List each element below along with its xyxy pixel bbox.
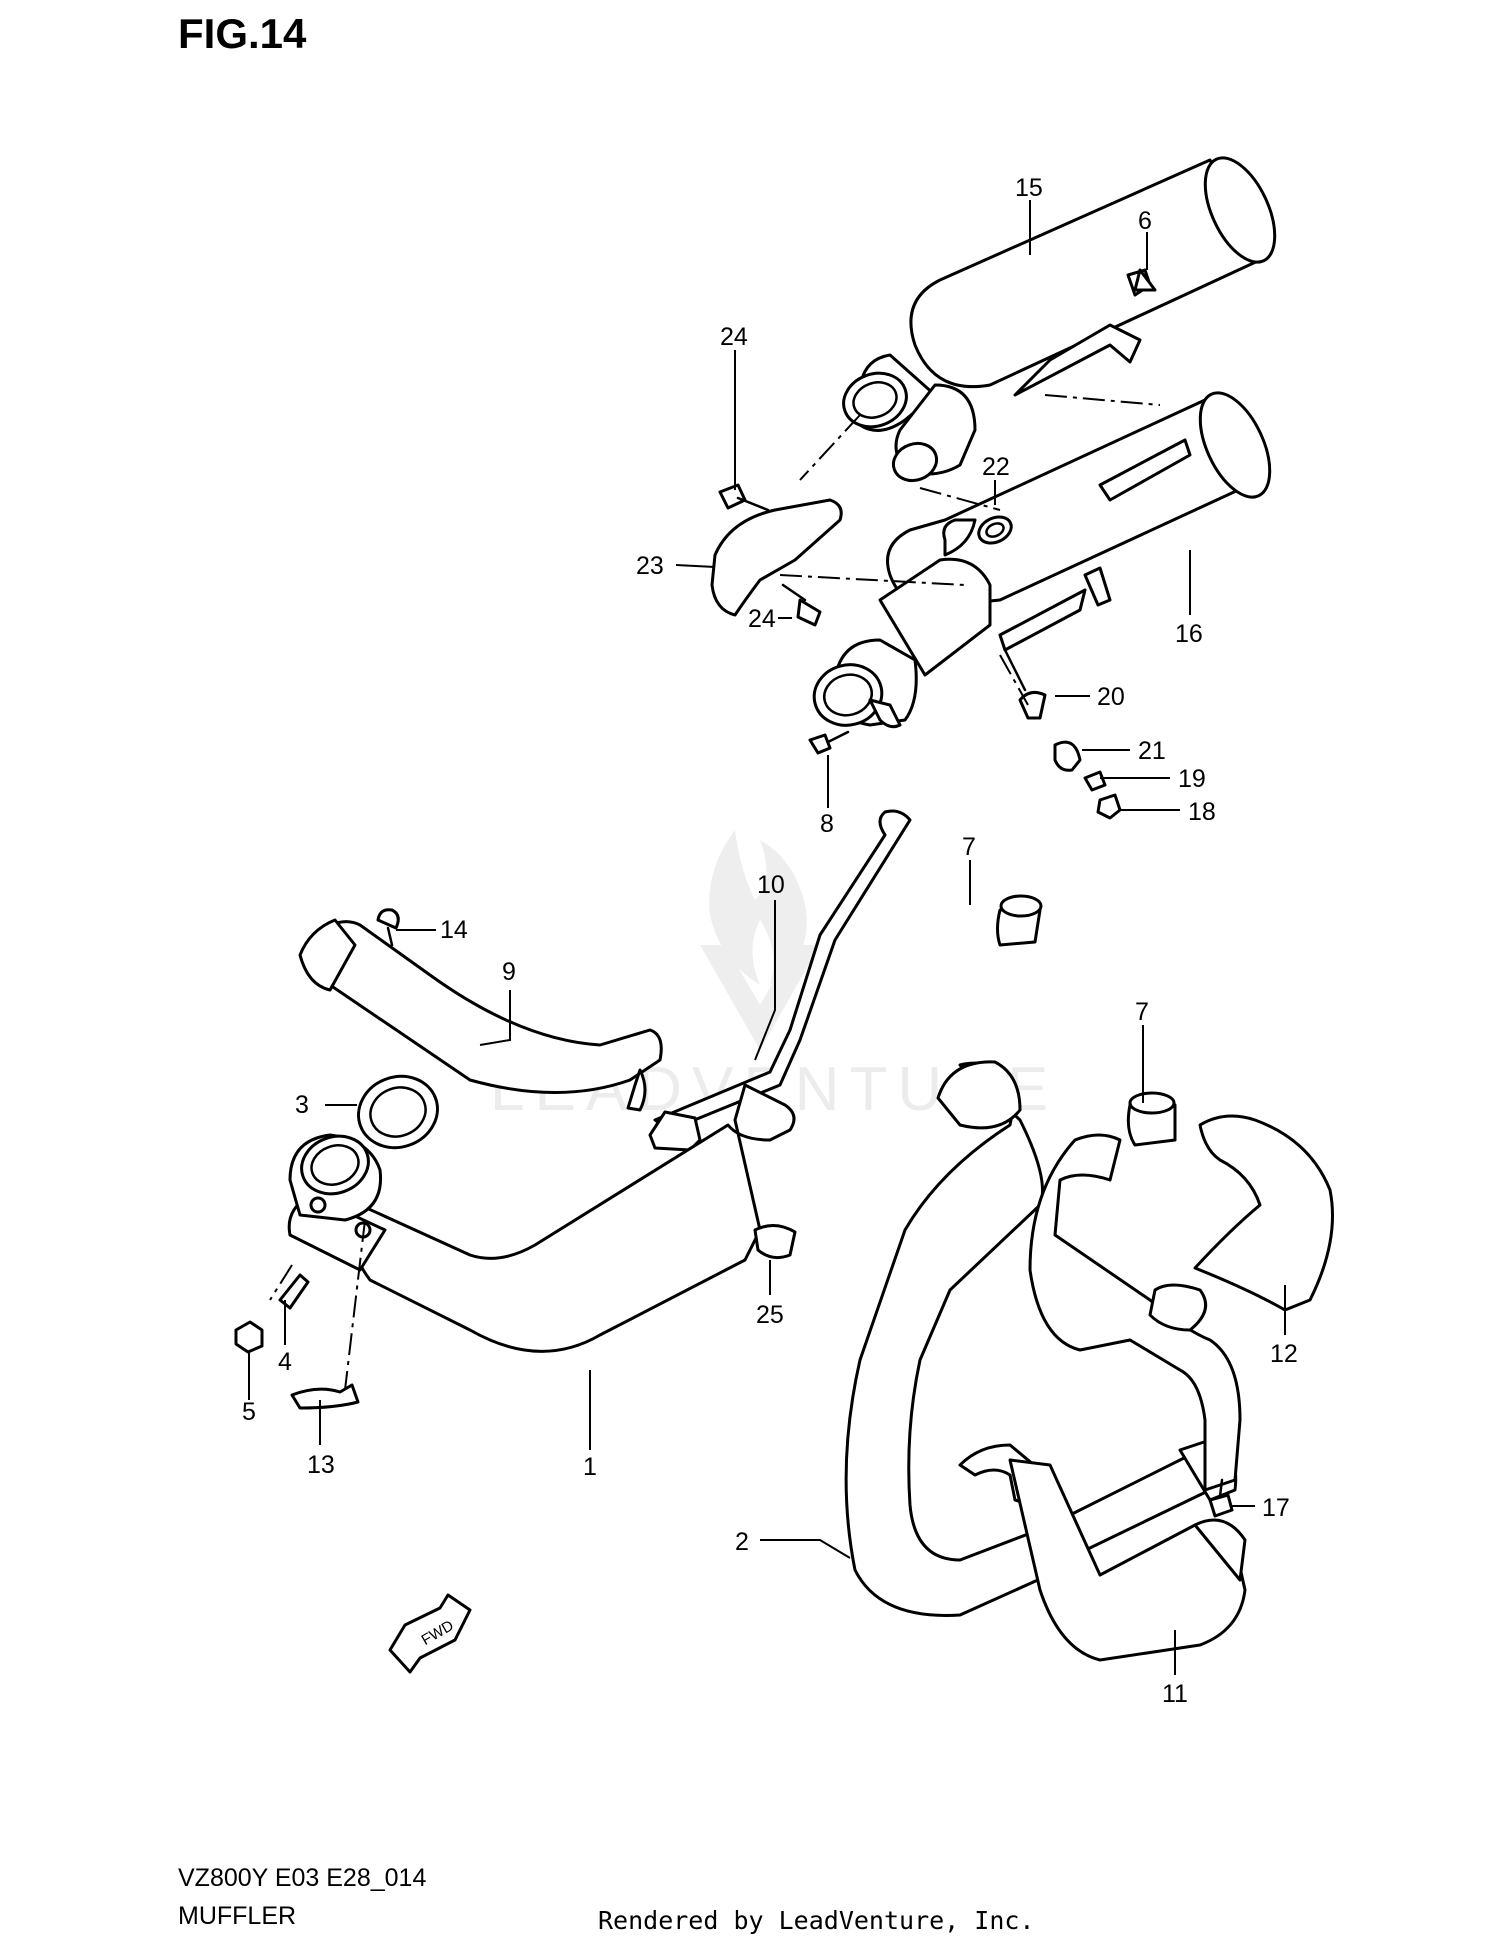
callout-2: 2 (735, 1528, 749, 1556)
watermark-logo (700, 830, 820, 1050)
callout-8: 8 (820, 810, 834, 838)
callout-5: 5 (242, 1398, 256, 1426)
part-14-screw (376, 908, 400, 947)
callout-22: 22 (982, 453, 1010, 481)
callout-6: 6 (1138, 207, 1152, 235)
render-credit: Rendered by LeadVenture, Inc. (598, 1906, 1035, 1935)
part-11-connecting-pipe (1008, 1133, 1247, 1662)
part-12-heat-shield (1193, 1114, 1334, 1312)
section-name: MUFFLER (178, 1902, 297, 1930)
callout-12: 12 (1270, 1340, 1298, 1368)
callout-25: 25 (756, 1301, 784, 1329)
part-23-heat-shield (710, 498, 843, 617)
hardware-upper (718, 268, 1157, 820)
part-7-sleeve-lower (1126, 1091, 1177, 1147)
callout-9: 9 (502, 958, 516, 986)
callout-10: 10 (757, 871, 785, 899)
callout-16: 16 (1175, 620, 1203, 648)
part-5-nut (234, 1320, 264, 1354)
callout-24-upper: 24 (720, 323, 748, 351)
guide-lines-front (269, 1219, 366, 1391)
callout-19: 19 (1178, 765, 1206, 793)
callout-23: 23 (636, 552, 664, 580)
part-25-clamp (753, 1224, 797, 1260)
figure-title: FIG.14 (178, 10, 307, 57)
model-code: VZ800Y E03 E28_014 (178, 1864, 427, 1892)
part-3-gasket-ring (357, 1074, 439, 1150)
callout-18: 18 (1188, 798, 1216, 826)
guide-lines-upper (779, 394, 1161, 706)
part-9-front-pipe-cover (298, 918, 663, 1112)
part-15-upper-muffler (842, 156, 1277, 483)
callout-14: 14 (440, 916, 468, 944)
callout-24-lower: 24 (748, 605, 776, 633)
callout-21: 21 (1138, 737, 1166, 765)
callout-4: 4 (278, 1348, 292, 1376)
callout-15: 15 (1015, 174, 1043, 202)
callout-13: 13 (307, 1451, 335, 1479)
callout-7-upper: 7 (962, 833, 976, 861)
part-7-sleeve-upper (996, 894, 1043, 947)
callout-20: 20 (1097, 683, 1125, 711)
part-10-clamp (648, 1110, 702, 1152)
leader-lines (248, 200, 1286, 1675)
callout-3: 3 (295, 1091, 309, 1119)
part-17-screw (1208, 1478, 1234, 1518)
callout-17: 17 (1262, 1494, 1290, 1522)
callout-1: 1 (583, 1453, 597, 1481)
part-4-stud (278, 1273, 310, 1310)
part-13-bracket (290, 1383, 360, 1410)
part-1-front-exhaust-pipe (287, 1083, 796, 1353)
forward-direction-arrow: FWD (388, 1593, 472, 1674)
part-callouts: 15 6 24 22 23 24 16 20 21 19 18 8 7 10 1… (242, 174, 1298, 1708)
callout-11: 11 (1162, 1680, 1188, 1708)
callout-7-lower: 7 (1135, 998, 1149, 1026)
part-16-lower-muffler (812, 391, 1272, 729)
